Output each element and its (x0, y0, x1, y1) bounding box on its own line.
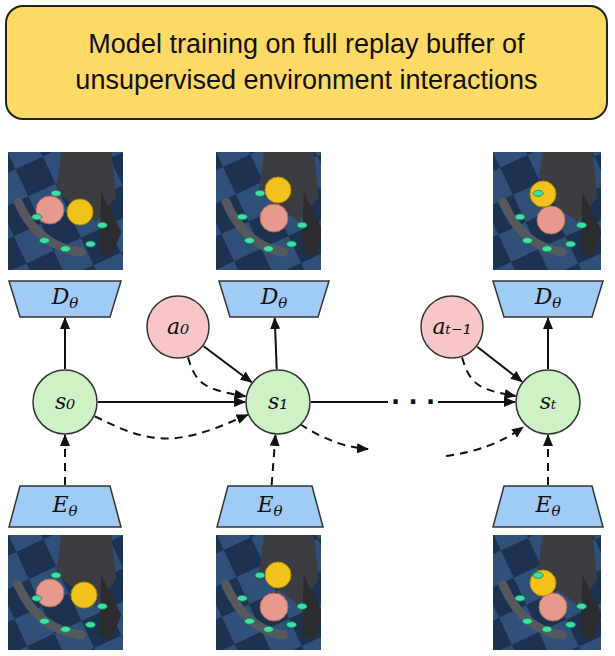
action-node: a₀ (146, 295, 210, 359)
state-node: s₀ (32, 369, 98, 435)
solid-arrow (64, 318, 66, 369)
math-symbol: s₁ (268, 391, 288, 413)
action-node: aₜ₋₁ (420, 295, 484, 359)
math-symbol: s₀ (55, 391, 75, 413)
math-symbol: Dθ (52, 286, 79, 311)
robot-hand-picture (493, 535, 601, 650)
encoder-block: Eθ (216, 485, 324, 528)
math-symbol: Eθ (257, 494, 282, 519)
solid-arrow (547, 318, 549, 369)
decoder-block: Dθ (8, 280, 122, 318)
state-node: sₜ (515, 369, 581, 435)
math-symbol: Eθ (535, 494, 560, 519)
title-text: Model training on full replay buffer of … (19, 27, 594, 97)
dangling-dashed-arrow (300, 424, 368, 449)
solid-arrow (477, 347, 522, 382)
ellipsis-label: · · · (388, 390, 438, 414)
robot-hand-picture (8, 152, 123, 270)
math-symbol: Dθ (535, 286, 562, 311)
dashed-arrow (272, 435, 276, 485)
math-symbol: a₀ (167, 316, 189, 338)
decoder-block: Dθ (492, 280, 604, 318)
dangling-dashed-arrow (446, 427, 523, 456)
robot-hand-picture (493, 152, 601, 270)
math-symbol: Dθ (261, 286, 288, 311)
robot-hand-picture (216, 152, 321, 270)
dashed-arrow (547, 435, 549, 485)
solid-arrow (204, 346, 252, 382)
title-box: Model training on full replay buffer of … (5, 5, 608, 120)
robot-hand-picture (216, 535, 321, 650)
solid-arrow (275, 318, 277, 369)
decoder-block: Dθ (218, 280, 330, 318)
math-symbol: Eθ (52, 494, 77, 519)
state-node: s₁ (245, 369, 311, 435)
dashed-arrow (188, 357, 246, 396)
math-symbol: aₜ₋₁ (433, 316, 472, 338)
encoder-block: Eθ (8, 485, 122, 528)
dashed-arrow (462, 357, 516, 396)
dashed-arrow (64, 435, 66, 485)
math-symbol: sₜ (540, 391, 557, 413)
encoder-block: Eθ (492, 485, 604, 528)
robot-hand-picture (8, 535, 123, 650)
dashed-arrow (95, 415, 248, 439)
solid-arrow (98, 401, 245, 403)
